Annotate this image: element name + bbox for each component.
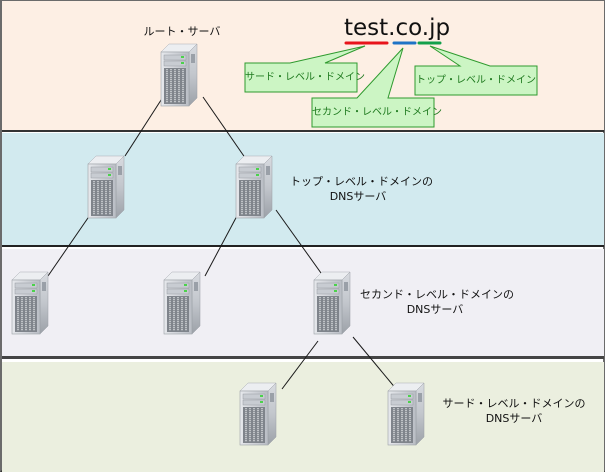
domain-name-text: test.co.jp [344, 15, 451, 41]
3ld-server-icon [239, 382, 277, 446]
tld-server-label: トップ・レベル・ドメインの DNSサーバ [290, 174, 433, 204]
sld-label-line1: セカンド・レベル・ドメインの [360, 288, 514, 301]
edge-tld-right-sld-right [275, 209, 327, 281]
callout-second-level [311, 47, 435, 128]
edge-tld-left-sld-left [47, 214, 91, 277]
edge-root-tld-right [202, 96, 249, 163]
tier-band-second-level [2, 249, 604, 359]
edge-root-tld-left [124, 96, 164, 157]
edge-sld-3ld-left [281, 340, 319, 390]
3ld-server-label: サード・レベル・ドメインの DNSサーバ [440, 396, 588, 426]
tier-band-third-level [2, 362, 604, 472]
callout-third-level [244, 45, 366, 93]
sld-label-line2: DNSサーバ [406, 303, 464, 316]
sld-server-label: セカンド・レベル・ドメインの DNSサーバ [360, 287, 514, 317]
callout-third-level-text: サード・レベル・ドメイン [245, 72, 365, 83]
edge-tld-right-sld-mid [204, 213, 239, 277]
3ld-label-line2: DNSサーバ [485, 412, 543, 425]
sld-server-icon [313, 271, 351, 335]
tree-edges [47, 96, 398, 391]
callout-second-level-text: セカンド・レベル・ドメイン [312, 107, 442, 118]
callout-top-level [414, 45, 538, 96]
3ld-label-line1: サード・レベル・ドメインの [442, 397, 586, 410]
tld-label-line1: トップ・レベル・ドメインの [290, 175, 433, 188]
tld-server-icon [87, 155, 125, 219]
root-server-label: ルート・サーバ [143, 25, 221, 38]
3ld-server-icon [387, 382, 425, 446]
sld-server-icon [163, 271, 201, 335]
callout-top-level-text: トップ・レベル・ドメイン [416, 75, 536, 86]
tld-label-line2: DNSサーバ [329, 190, 387, 203]
edge-sld-3ld-right [352, 336, 398, 391]
tld-server-icon [235, 155, 273, 219]
sld-server-icon [11, 271, 49, 335]
root-server-icon [160, 43, 198, 107]
